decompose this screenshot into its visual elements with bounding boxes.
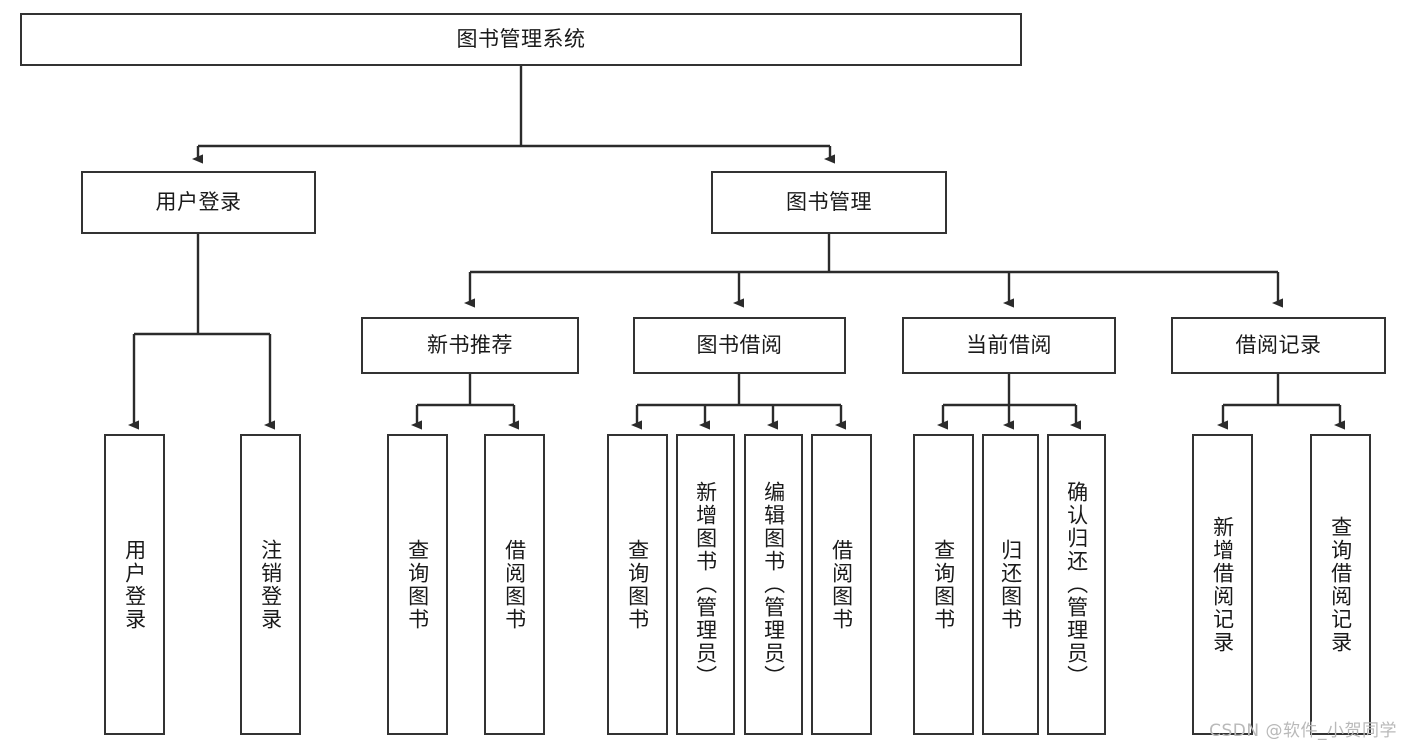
- node-root[interactable]: 图书管理系统: [20, 13, 1022, 66]
- node-leaf-logout-login[interactable]: 注销登录: [240, 434, 301, 735]
- node-leaf-query-record[interactable]: 查询借阅记录: [1310, 434, 1371, 735]
- watermark-text: CSDN @软件_小贺同学: [1209, 721, 1397, 741]
- node-book-borrow[interactable]: 图书借阅: [633, 317, 846, 374]
- node-root-label: 图书管理系统: [456, 27, 586, 52]
- node-leaf-borrow-book-1[interactable]: 借阅图书: [484, 434, 545, 735]
- node-new-book-recommend[interactable]: 新书推荐: [361, 317, 579, 374]
- node-leaf-query-book-2[interactable]: 查询图书: [607, 434, 668, 735]
- node-leaf-query-book-3-label: 查询图书: [931, 538, 956, 631]
- node-leaf-borrow-book-2-label: 借阅图书: [829, 538, 854, 631]
- node-leaf-edit-book[interactable]: 编辑图书（管理员）: [744, 434, 803, 735]
- node-leaf-query-book-3[interactable]: 查询图书: [913, 434, 974, 735]
- node-leaf-add-book[interactable]: 新增图书（管理员）: [676, 434, 735, 735]
- node-leaf-confirm-return-label: 确认归还（管理员）: [1064, 481, 1089, 688]
- node-borrow-record-label: 借阅记录: [1235, 333, 1322, 358]
- node-leaf-query-book-1-label: 查询图书: [405, 538, 430, 631]
- node-leaf-confirm-return[interactable]: 确认归还（管理员）: [1047, 434, 1106, 735]
- node-book-manage-label: 图书管理: [786, 190, 872, 215]
- node-new-book-recommend-label: 新书推荐: [427, 333, 513, 358]
- node-leaf-user-login-label: 用户登录: [122, 538, 147, 631]
- node-leaf-return-book[interactable]: 归还图书: [982, 434, 1039, 735]
- node-leaf-add-record[interactable]: 新增借阅记录: [1192, 434, 1253, 735]
- node-leaf-return-book-label: 归还图书: [998, 538, 1023, 631]
- node-leaf-add-book-label: 新增图书（管理员）: [693, 481, 718, 688]
- node-leaf-logout-login-label: 注销登录: [258, 538, 283, 631]
- node-leaf-edit-book-label: 编辑图书（管理员）: [761, 481, 786, 688]
- node-book-manage[interactable]: 图书管理: [711, 171, 947, 234]
- node-leaf-add-record-label: 新增借阅记录: [1210, 515, 1235, 654]
- node-leaf-query-book-2-label: 查询图书: [625, 538, 650, 631]
- node-current-borrow-label: 当前借阅: [966, 333, 1052, 358]
- node-user-login[interactable]: 用户登录: [81, 171, 316, 234]
- node-leaf-borrow-book-2[interactable]: 借阅图书: [811, 434, 872, 735]
- node-leaf-query-book-1[interactable]: 查询图书: [387, 434, 448, 735]
- node-leaf-user-login[interactable]: 用户登录: [104, 434, 165, 735]
- node-leaf-query-record-label: 查询借阅记录: [1328, 515, 1353, 654]
- node-current-borrow[interactable]: 当前借阅: [902, 317, 1116, 374]
- node-borrow-record[interactable]: 借阅记录: [1171, 317, 1386, 374]
- node-leaf-borrow-book-1-label: 借阅图书: [502, 538, 527, 631]
- node-book-borrow-label: 图书借阅: [696, 333, 783, 358]
- node-user-login-label: 用户登录: [155, 190, 242, 215]
